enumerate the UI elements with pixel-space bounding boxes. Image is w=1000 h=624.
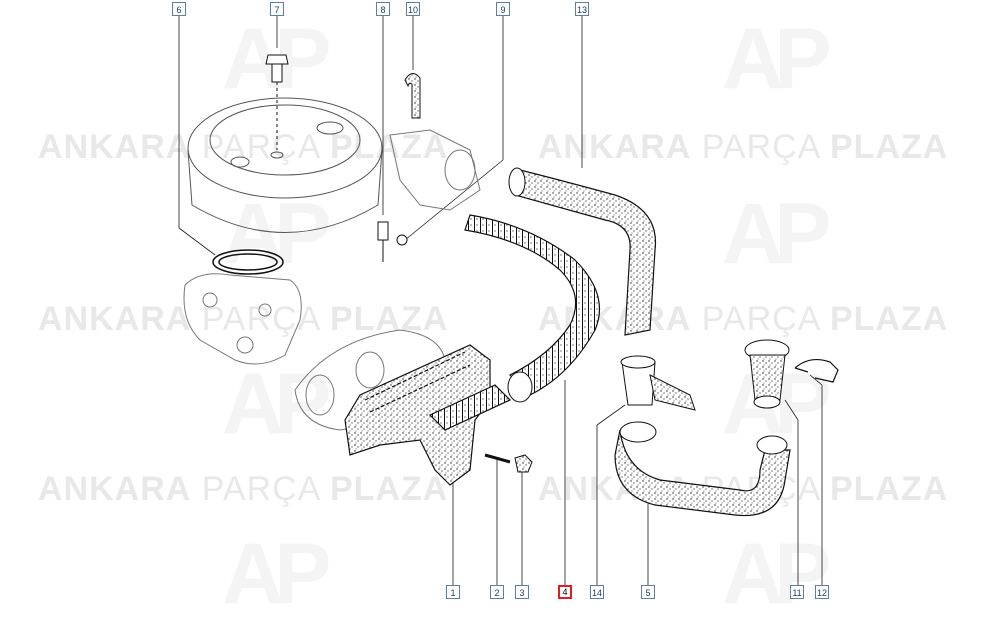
watermark-logo: AP: [222, 356, 332, 452]
air-intake-1: [344, 344, 512, 486]
callout-1[interactable]: 1: [446, 585, 460, 599]
hose-13: [514, 169, 657, 336]
callout-5[interactable]: 5: [641, 585, 655, 599]
callout-10[interactable]: 10: [406, 2, 420, 16]
callout-7[interactable]: 7: [270, 2, 284, 16]
callout-3[interactable]: 3: [515, 585, 529, 599]
air-filter-housing: [187, 97, 383, 233]
clamp-12: [794, 358, 839, 383]
callout-9[interactable]: 9: [496, 2, 510, 16]
clip-10: [404, 73, 421, 119]
hose-5: [614, 429, 791, 517]
watermark-logo: AP: [722, 186, 832, 282]
watermark-logo: AP: [222, 186, 332, 282]
nut-3: [514, 454, 533, 473]
callout-4-highlighted[interactable]: 4: [558, 585, 572, 599]
callout-11[interactable]: 11: [790, 585, 804, 599]
watermark-text: ANKARA PARÇA PLAZA: [38, 300, 449, 338]
valve-body: [389, 129, 481, 211]
boot-11: [744, 339, 790, 409]
callout-12[interactable]: 12: [815, 585, 829, 599]
line-art: [178, 15, 839, 585]
callout-13[interactable]: 13: [575, 2, 589, 16]
callout-14[interactable]: 14: [590, 585, 604, 599]
callout-8[interactable]: 8: [376, 2, 390, 16]
callout-2[interactable]: 2: [490, 585, 504, 599]
parts-diagram: AP AP AP AP AP AP AP AP ANKARA PARÇA PLA…: [38, 2, 949, 622]
watermark-logo: AP: [722, 11, 832, 107]
watermark-text: ANKARA PARÇA PLAZA: [38, 470, 449, 508]
watermark-text: ANKARA PARÇA PLAZA: [38, 128, 449, 166]
callout-6[interactable]: 6: [172, 2, 186, 16]
watermark-text: ANKARA PARÇA PLAZA: [538, 128, 949, 166]
sensor-8: [377, 221, 408, 262]
gasket-6: [212, 249, 284, 275]
carburetor: [183, 273, 302, 365]
watermark-text: ANKARA PARÇA PLAZA: [538, 300, 949, 338]
screw-7: [265, 54, 289, 150]
leader-lines: [178, 15, 823, 585]
screw-2: [484, 453, 511, 464]
intake-manifold: [294, 329, 446, 431]
collar-14: [620, 355, 696, 411]
